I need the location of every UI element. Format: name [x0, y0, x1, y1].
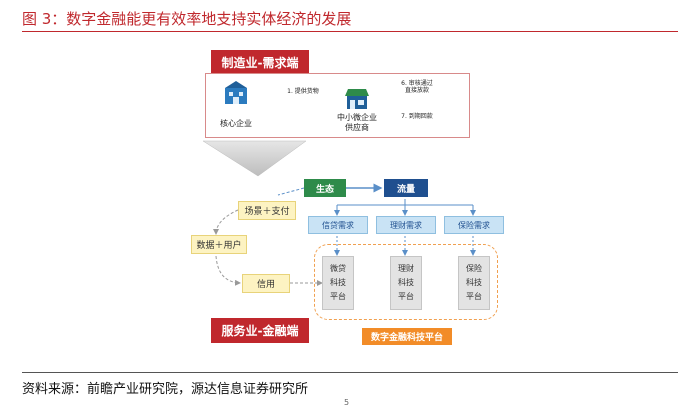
core-enterprise-label: 核心企业 [220, 119, 252, 128]
scene-payment-box: 场景＋支付 [238, 201, 296, 220]
service-badge: 服务业-金融端 [211, 318, 309, 343]
wealth-demand-box: 理财需求 [376, 216, 436, 234]
figure-title: 图 3：数字金融能更有效率地支持实体经济的发展 [22, 10, 352, 28]
scene-to-data-connector [213, 209, 239, 235]
insurance-demand-box: 保险需求 [444, 216, 504, 234]
data-user-box: 数据＋用户 [191, 235, 247, 254]
title-divider [22, 31, 678, 32]
supplier-line2: 供应商 [345, 123, 369, 132]
manufacturing-box [205, 73, 470, 138]
source-note: 资料来源：前瞻产业研究院，源达信息证券研究所 [22, 382, 309, 397]
microloan-platform-label: 微贷 科技 平台 [330, 264, 346, 301]
microloan-platform-box: 微贷 科技 平台 [322, 256, 354, 310]
credit-box: 信用 [242, 274, 290, 293]
supplier-line1: 中小微企业 [337, 113, 377, 122]
data-to-credit-connector [215, 255, 241, 286]
traffic-box: 流量 [384, 179, 428, 197]
insurance-platform-label: 保险 科技 平台 [466, 264, 482, 301]
wealth-platform-label: 理财 科技 平台 [398, 264, 414, 301]
source-divider [22, 372, 678, 373]
page-number: 5 [344, 398, 350, 407]
fintech-platform-badge: 数字金融科技平台 [362, 328, 452, 345]
review-label-line2: 直接放款 [404, 87, 429, 94]
review-label-line1: 6. 审核通过 [401, 80, 433, 87]
ecosystem-to-scene-connector [277, 187, 305, 196]
shop-icon [345, 89, 369, 109]
platform-region [314, 244, 498, 320]
manufacturing-badge: 制造业-需求端 [211, 50, 309, 75]
credit-demand-box: 信贷需求 [308, 216, 368, 234]
factory-icon [225, 81, 247, 104]
funnel-shape [202, 140, 307, 177]
supply-goods-label: 1. 提供货物 [287, 88, 319, 95]
repayment-label: 7. 到期回款 [401, 113, 433, 120]
insurance-platform-box: 保险 科技 平台 [458, 256, 490, 310]
ecosystem-box: 生态 [304, 179, 346, 197]
wealth-platform-box: 理财 科技 平台 [390, 256, 422, 310]
